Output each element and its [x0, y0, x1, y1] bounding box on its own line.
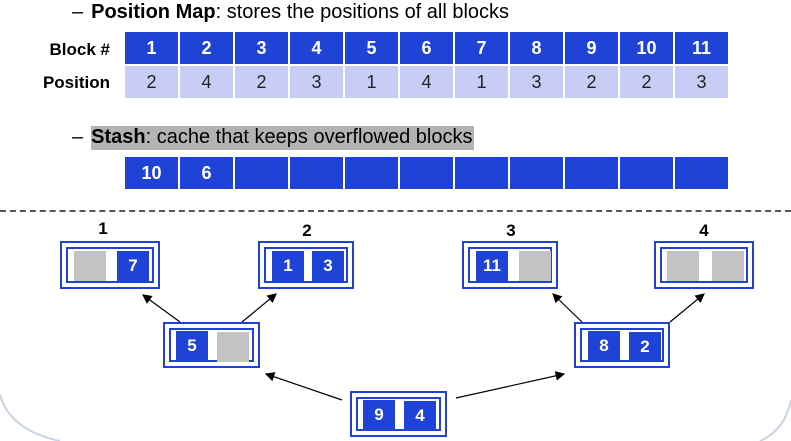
block-number-cell: 8: [510, 32, 563, 64]
stash-cell: [620, 157, 673, 189]
position-cell: 3: [510, 66, 563, 98]
position-cell: 3: [675, 66, 728, 98]
bucket-slot: 8: [588, 331, 620, 361]
leaf-label-1: 1: [98, 219, 108, 238]
position-cell: 2: [235, 66, 288, 98]
position-map-bullet: –Position Map: stores the positions of a…: [72, 1, 510, 23]
stash-title: Stash: [91, 126, 146, 148]
bucket-leaf-4: [654, 241, 754, 289]
position-cell: 4: [180, 66, 233, 98]
position-cell: 2: [565, 66, 618, 98]
block-number-cell: 11: [675, 32, 728, 64]
bucket-root: 9 4: [350, 391, 447, 437]
edge-right-leaf3: [552, 293, 583, 323]
bucket-slot: [74, 251, 106, 281]
bucket-level1-left: 5: [163, 322, 260, 368]
stash-cell: 10: [125, 157, 178, 189]
stash-cell: [345, 157, 398, 189]
bucket-leaf-2: 1 3: [258, 241, 354, 289]
bucket-slot: 2: [629, 332, 661, 362]
stash-cell: [290, 157, 343, 189]
edge-root-right: [455, 371, 566, 399]
bucket-leaf-3: 11: [462, 241, 558, 289]
position-cell: 2: [620, 66, 673, 98]
block-number-cell: 3: [235, 32, 288, 64]
block-number-cell: 6: [400, 32, 453, 64]
stash-cell: 6: [180, 157, 233, 189]
stash-cell: [565, 157, 618, 189]
block-number-cell: 1: [125, 32, 178, 64]
leaf-label-2: 2: [302, 221, 312, 240]
bucket-slot: 9: [363, 400, 395, 430]
position-cell: 1: [345, 66, 398, 98]
bucket-slot: [217, 332, 249, 362]
bucket-slot: 3: [312, 251, 344, 281]
stash-cell: [510, 157, 563, 189]
bucket-level1-right: 8 2: [574, 322, 670, 368]
block-number-cell: 5: [345, 32, 398, 64]
position-cell: 3: [290, 66, 343, 98]
stash-bullet: –Stash: cache that keeps overflowed bloc…: [72, 126, 475, 150]
block-number-cell: 7: [455, 32, 508, 64]
leaf-label-3: 3: [506, 221, 516, 240]
position-cell: 2: [125, 66, 178, 98]
block-number-cell: 10: [620, 32, 673, 64]
leaf-label-4: 4: [699, 221, 709, 240]
bucket-slot: [667, 251, 699, 281]
bucket-slot: [519, 251, 551, 281]
bucket-slot: 11: [476, 251, 508, 281]
stash-description: : cache that keeps overflowed blocks: [145, 126, 473, 148]
position-map-title: Position Map: [91, 1, 216, 23]
stash-cell: [455, 157, 508, 189]
stash-cell: [235, 157, 288, 189]
bucket-slot: 5: [176, 331, 208, 361]
section-divider: [0, 210, 791, 212]
bucket-slot: 1: [272, 251, 304, 281]
block-number-cell: 9: [565, 32, 618, 64]
position-cell: 4: [400, 66, 453, 98]
edge-left-leaf2: [241, 293, 277, 323]
edge-root-left: [264, 372, 343, 401]
block-number-cell: 4: [290, 32, 343, 64]
block-row-label: Block #: [49, 40, 110, 59]
edge-left-leaf1: [142, 294, 181, 323]
bucket-slot: 4: [404, 401, 436, 431]
bucket-slot: [712, 251, 744, 281]
block-number-cell: 2: [180, 32, 233, 64]
edge-right-leaf4: [669, 293, 705, 323]
bucket-leaf-1: 7: [60, 241, 160, 289]
position-row-label: Position: [42, 73, 110, 92]
position-cell: 1: [455, 66, 508, 98]
stash-cell: [400, 157, 453, 189]
bucket-slot: 7: [117, 251, 149, 281]
position-map-description: : stores the positions of all blocks: [215, 1, 510, 23]
stash-cell: [675, 157, 728, 189]
